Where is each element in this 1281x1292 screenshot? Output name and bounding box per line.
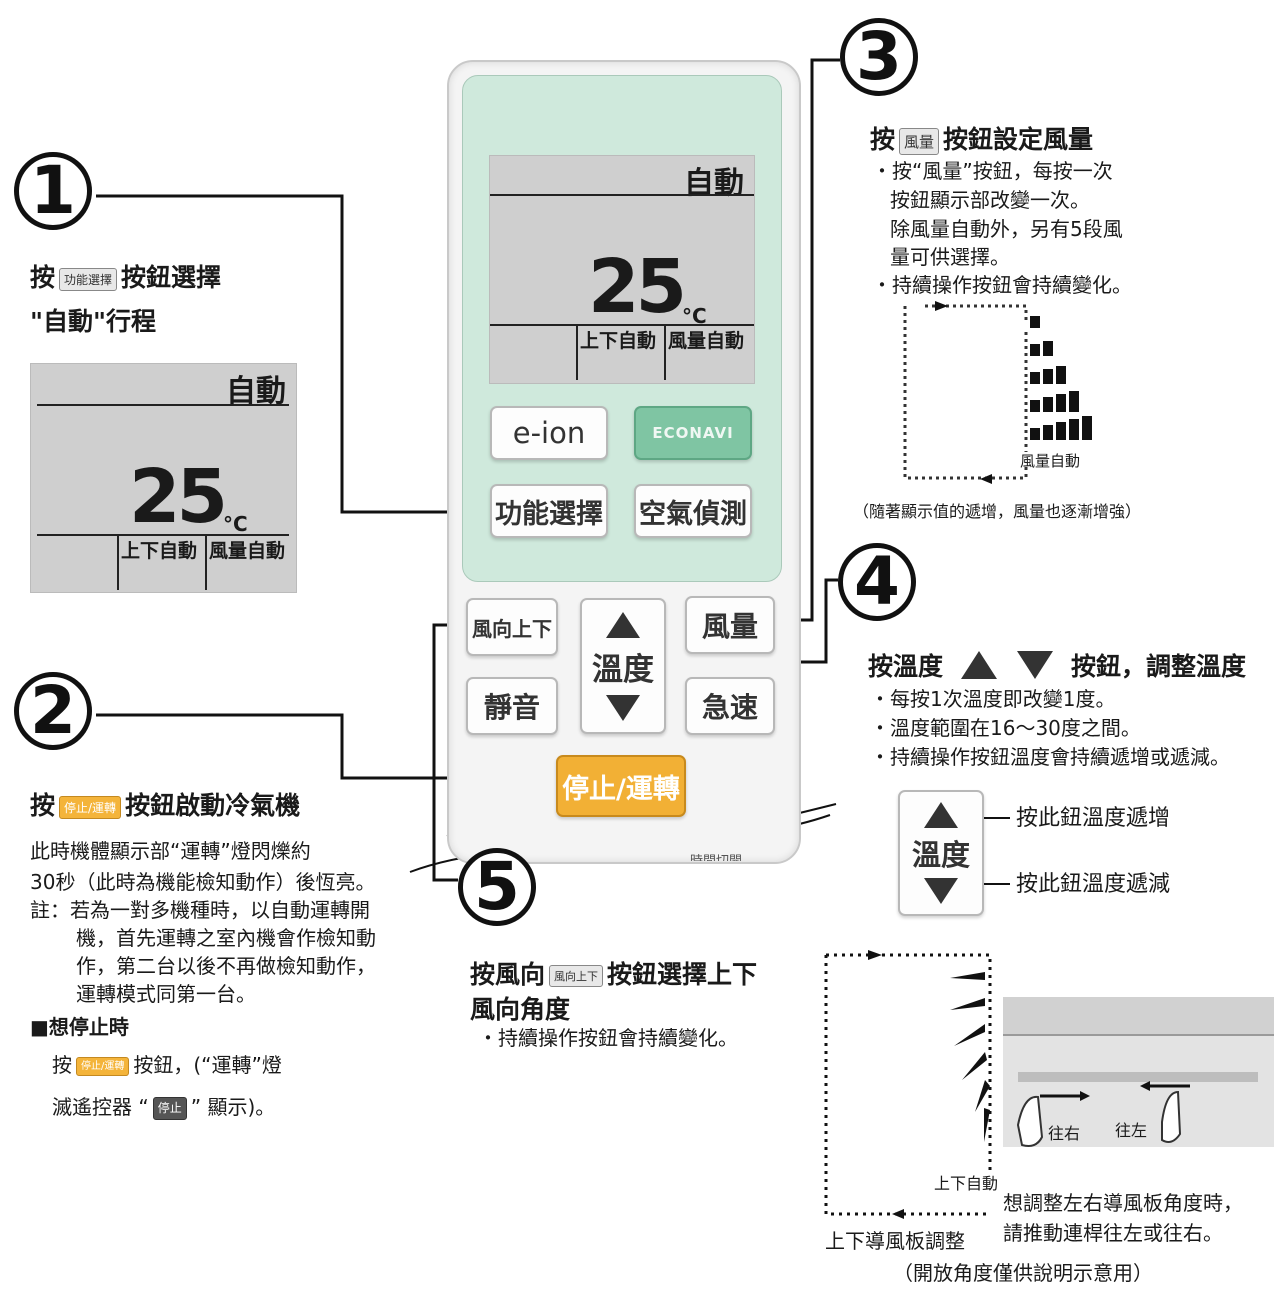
remote-lcd: 自動 25 °C 上下自動 風量自動 bbox=[489, 155, 755, 384]
temp-down-description: 按此鈕溫度遞減 bbox=[1016, 872, 1171, 897]
section2-para-6: 運轉模式同第一台。 bbox=[76, 982, 256, 1006]
temp-up-icon[interactable] bbox=[606, 611, 640, 638]
section4-heading: 按溫度 按鈕，調整溫度 bbox=[868, 651, 1247, 681]
section3-bullet-4: 量可供選擇。 bbox=[890, 245, 1010, 269]
section5-bullet: ・持續操作按鈕會持續變化。 bbox=[478, 1026, 738, 1050]
lcd-temperature: 25 bbox=[588, 244, 687, 330]
powerful-button[interactable]: 急速 bbox=[685, 677, 775, 735]
down-triangle-icon bbox=[1017, 651, 1054, 679]
section2-heading: 按停止/運轉按鈕啟動冷氣機 bbox=[30, 791, 301, 820]
stop-line-2: 滅遙控器 “停止” 顯示)。 bbox=[52, 1095, 276, 1120]
temperature-label: 溫度 bbox=[592, 651, 654, 688]
step-number-2: 2 bbox=[14, 672, 92, 750]
function-select-chip: 功能選擇 bbox=[59, 267, 118, 291]
section2-para-2: 30秒（此時為機能檢知動作）後恆亮。 bbox=[30, 870, 376, 894]
vane-chip: 風向上下 bbox=[549, 965, 604, 987]
section3-bullet-5: ・持續操作按鈕會持續變化。 bbox=[872, 273, 1132, 297]
quiet-button[interactable]: 靜音 bbox=[466, 677, 558, 735]
temperature-button[interactable]: 溫度 bbox=[580, 598, 666, 734]
section2-para-5: 作，第二台以後不再做檢知動作， bbox=[76, 954, 376, 978]
fan-auto-label: 風量自動 bbox=[1020, 452, 1081, 470]
vane-updown-button[interactable]: 風向上下 bbox=[466, 598, 558, 656]
illus-temperature-label: 溫度 bbox=[911, 838, 970, 872]
stop-power-chip: 停止/運轉 bbox=[76, 1056, 130, 1077]
lcd-example-mode: 自動 bbox=[226, 374, 286, 409]
fan-chip: 風量 bbox=[899, 127, 940, 155]
vane-auto-label: 上下自動 bbox=[934, 1174, 999, 1193]
illus-down-icon bbox=[924, 878, 958, 904]
section5-heading: 按風向風向上下按鈕選擇上下 bbox=[470, 960, 758, 989]
lcd-label-vane: 上下自動 bbox=[580, 330, 657, 352]
power-chip: 停止/運轉 bbox=[59, 795, 122, 819]
up-triangle-icon bbox=[961, 651, 998, 679]
section3-bullet-3: 除風量自動外，另有5段風 bbox=[890, 217, 1123, 241]
illus-up-icon bbox=[924, 802, 958, 828]
timer-button-partial: 時間切開 bbox=[690, 850, 742, 861]
section1-line2: "自動"行程 bbox=[30, 307, 157, 336]
lr-note-1: 想調整左右導風板角度時， bbox=[1003, 1191, 1243, 1215]
fan-note: （隨著顯示值的遞增，風量也逐漸增強） bbox=[853, 502, 1142, 521]
section4-bullet-2: ・溫度範圍在16～30度之間。 bbox=[870, 716, 1141, 740]
section4-bullet-3: ・持續操作按鈕溫度會持續遞增或遞減。 bbox=[870, 745, 1230, 769]
temp-down-icon[interactable] bbox=[606, 694, 640, 721]
temp-up-description: 按此鈕溫度遞增 bbox=[1016, 806, 1171, 831]
function-select-button[interactable]: 功能選擇 bbox=[490, 484, 608, 538]
step-number-4: 4 bbox=[838, 543, 916, 621]
step-number-3: 3 bbox=[840, 18, 918, 96]
section5-line2: 風向角度 bbox=[470, 995, 571, 1024]
air-sense-button[interactable]: 空氣偵測 bbox=[634, 484, 752, 538]
section1-heading: 按功能選擇按鈕選擇 bbox=[30, 263, 222, 292]
section2-para-1: 此時機體顯示部“運轉”燈閃爍約 bbox=[30, 839, 311, 863]
section2-para-3: 註：若為一對多機種時，以自動運轉開 bbox=[30, 898, 370, 922]
vane-adjust-label: 上下導風板調整 bbox=[825, 1229, 965, 1253]
econavi-button[interactable]: ECONAVI bbox=[634, 406, 752, 460]
lcd-example-unit: °C bbox=[223, 512, 248, 536]
section3-bullet-2: 按鈕顯示部改變一次。 bbox=[890, 188, 1090, 212]
lr-note-2: 請推動連桿往左或往右。 bbox=[1003, 1221, 1223, 1245]
push-right-label: 往右 bbox=[1048, 1124, 1081, 1143]
lcd-label-fan: 風量自動 bbox=[668, 330, 745, 352]
power-button[interactable]: 停止/運轉 bbox=[556, 755, 686, 817]
push-left-label: 往左 bbox=[1115, 1121, 1148, 1140]
lcd-example-temperature: 25 bbox=[129, 454, 228, 540]
step-number-1: 1 bbox=[14, 152, 92, 230]
stop-display-chip: 停止 bbox=[152, 1097, 187, 1120]
section2-para-4: 機，首先運轉之室內機會作檢知動 bbox=[76, 926, 376, 950]
stop-line-1: 按停止/運轉按鈕，(“運轉”燈 bbox=[52, 1053, 282, 1077]
section3-bullet-1: ・按“風量”按鈕，每按一次 bbox=[872, 159, 1113, 183]
fan-speed-button[interactable]: 風量 bbox=[685, 596, 775, 654]
section3-heading: 按風量按鈕設定風量 bbox=[870, 125, 1094, 155]
temperature-button-illustration: 溫度 bbox=[898, 790, 984, 916]
angle-note: （開放角度僅供說明示意用） bbox=[893, 1261, 1153, 1285]
section4-bullet-1: ・每按1次溫度即改變1度。 bbox=[870, 687, 1116, 711]
eion-button[interactable]: e-ion bbox=[490, 406, 608, 460]
lcd-example-label-fan: 風量自動 bbox=[209, 540, 286, 562]
stop-heading: ■想停止時 bbox=[30, 1015, 129, 1039]
lcd-example: 自動 25 °C 上下自動 風量自動 bbox=[30, 363, 297, 593]
lcd-example-label-vane: 上下自動 bbox=[121, 540, 198, 562]
step-number-5: 5 bbox=[458, 848, 536, 926]
